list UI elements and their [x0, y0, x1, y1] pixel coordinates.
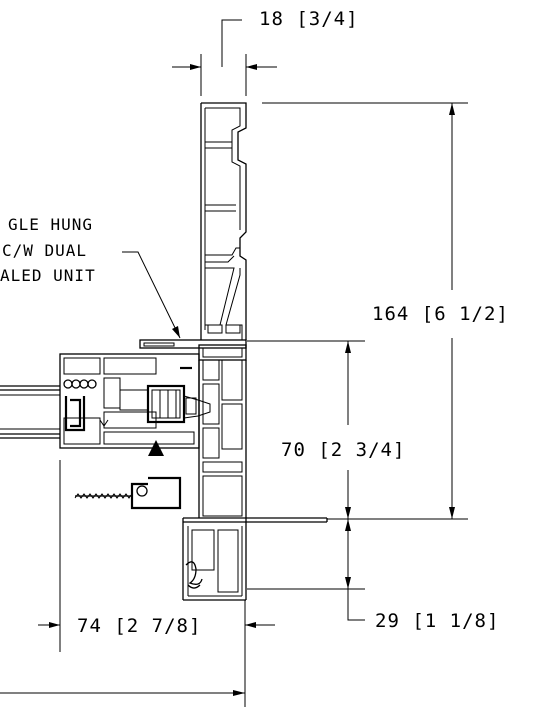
nailing-fin-dimension: 29 [1 1/8] [247, 519, 499, 632]
sealed-glass-unit [0, 385, 60, 439]
lock-hardware [119, 366, 211, 456]
top-width-label: 18 [3/4] [259, 8, 359, 30]
overall-height-dimension: 164 [6 1/2] [262, 102, 509, 520]
callout-line-3: ALED UNIT [0, 266, 96, 285]
overall-height-label: 164 [6 1/2] [372, 303, 509, 325]
main-frame-profile [139, 339, 328, 601]
top-width-dimension: 18 [3/4] [172, 8, 359, 96]
sill-height-label: 70 [2 3/4] [281, 439, 405, 461]
frame-extension-profile [200, 102, 247, 340]
glazing-callout: GLE HUNG C/W DUAL ALED UNIT [0, 215, 181, 339]
bottom-width-label: 74 [2 7/8] [77, 615, 201, 637]
sill-trim [74, 476, 182, 510]
callout-line-1: GLE HUNG [8, 215, 93, 234]
nailing-fin-label: 29 [1 1/8] [375, 610, 499, 632]
callout-line-2: C/W DUAL [2, 241, 87, 260]
bottom-width-dimension: 74 [2 7/8] [0, 460, 275, 707]
sash-profile [59, 353, 200, 449]
sill-height-dimension: 70 [2 3/4] [247, 340, 405, 519]
